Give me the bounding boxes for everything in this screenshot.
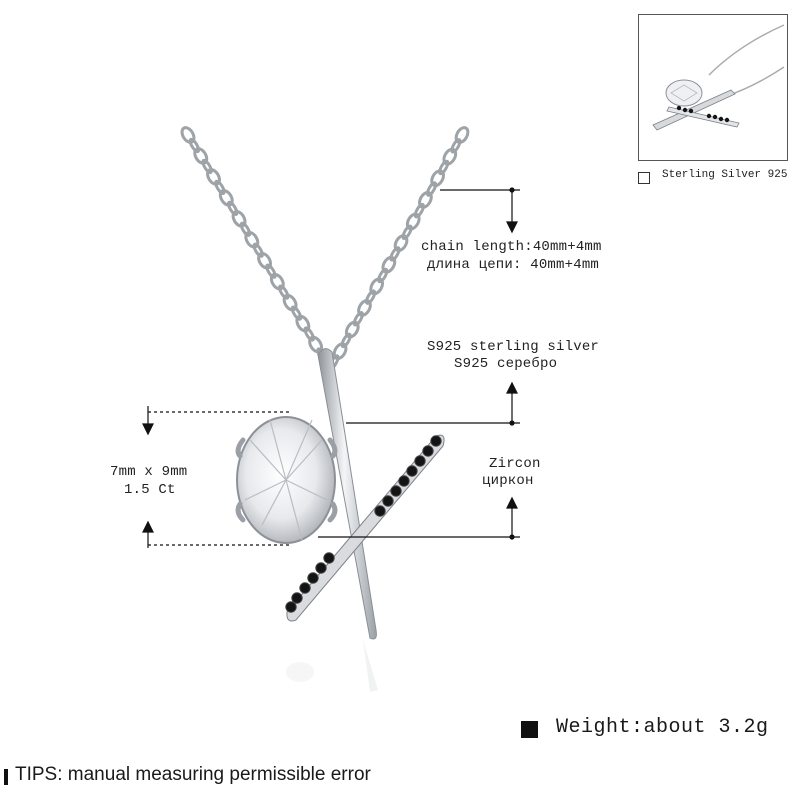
variant-checkbox[interactable] xyxy=(638,172,650,184)
stone-size-label: 7mm x 9mm xyxy=(110,464,188,480)
pendant-bar xyxy=(317,348,377,640)
chain-link xyxy=(430,169,445,188)
chain-link xyxy=(357,299,372,317)
chain-link xyxy=(180,126,196,144)
black-zircon xyxy=(406,465,418,477)
zircon-label-ru: циркон xyxy=(482,473,534,489)
black-zircon xyxy=(382,495,394,507)
black-zircon xyxy=(374,505,386,517)
black-zircon xyxy=(323,552,335,564)
measure-lines xyxy=(142,187,520,548)
silver-label-ru: S925 серебро xyxy=(454,356,558,372)
chain-link xyxy=(282,293,298,312)
weight-label: Weight:about 3.2g xyxy=(556,716,769,739)
chain-link xyxy=(401,224,413,241)
thumbnail-caption: Sterling Silver 925 xyxy=(662,169,788,181)
black-zircon xyxy=(307,572,319,584)
black-zircon xyxy=(414,455,426,467)
chain-link xyxy=(389,246,401,262)
chain-link xyxy=(425,181,438,197)
thumbnail-pendant xyxy=(652,24,785,131)
chain-link xyxy=(381,255,397,274)
chain-link xyxy=(244,230,260,249)
black-zircon xyxy=(390,485,402,497)
chain-link xyxy=(454,126,470,144)
black-zircon xyxy=(430,435,442,447)
chain xyxy=(180,126,470,370)
oval-gem xyxy=(235,416,338,544)
chain-link xyxy=(188,137,201,154)
chain-link xyxy=(418,190,433,209)
chain-link xyxy=(442,147,458,166)
chain-link xyxy=(438,159,450,176)
black-zircon xyxy=(291,592,303,604)
chain-link xyxy=(344,320,360,339)
weight-bullet xyxy=(521,721,538,738)
chain-link xyxy=(340,332,352,349)
chain-link xyxy=(206,168,221,186)
chain-link xyxy=(218,189,234,207)
chain-link xyxy=(405,212,421,231)
chain-link xyxy=(257,251,273,270)
silver-label: S925 sterling silver xyxy=(427,339,600,355)
thumbnail-image[interactable] xyxy=(638,14,788,161)
chain-link xyxy=(365,289,377,305)
black-zircon xyxy=(299,582,311,594)
chain-link xyxy=(450,138,462,154)
chain-link xyxy=(295,314,311,333)
stone-carat-label: 1.5 Ct xyxy=(124,482,176,498)
chain-link xyxy=(193,147,209,165)
chain-link xyxy=(239,221,252,237)
chain-link xyxy=(413,202,425,219)
chain-length-label: chain length:40mm+4mm xyxy=(421,239,602,255)
chain-length-label-ru: длина цепи: 40mm+4mm xyxy=(427,257,600,273)
chain-link xyxy=(201,158,213,175)
chain-link xyxy=(214,179,226,195)
chain-link xyxy=(308,335,324,354)
chain-link xyxy=(303,326,315,342)
black-zircon xyxy=(422,445,434,457)
chain-link xyxy=(265,263,277,279)
chain-link xyxy=(226,200,239,216)
tips-text: TIPS: manual measuring permissible error xyxy=(15,764,371,785)
zircon-label: Zircon xyxy=(489,456,541,472)
chain-link xyxy=(277,284,290,300)
chain-link xyxy=(377,267,389,284)
reflection xyxy=(286,640,378,692)
chain-link xyxy=(332,342,348,361)
chain-link xyxy=(290,305,303,321)
chain-link xyxy=(393,234,409,252)
black-zircon xyxy=(285,601,297,613)
black-zircon xyxy=(315,562,327,574)
chain-link xyxy=(352,311,364,327)
chain-link xyxy=(252,242,264,258)
black-zircon xyxy=(398,475,410,487)
tips-bullet xyxy=(4,769,8,785)
chain-link xyxy=(369,277,385,296)
chain-link xyxy=(269,272,285,291)
chain-link xyxy=(231,209,247,228)
zircon-bar xyxy=(285,434,445,622)
